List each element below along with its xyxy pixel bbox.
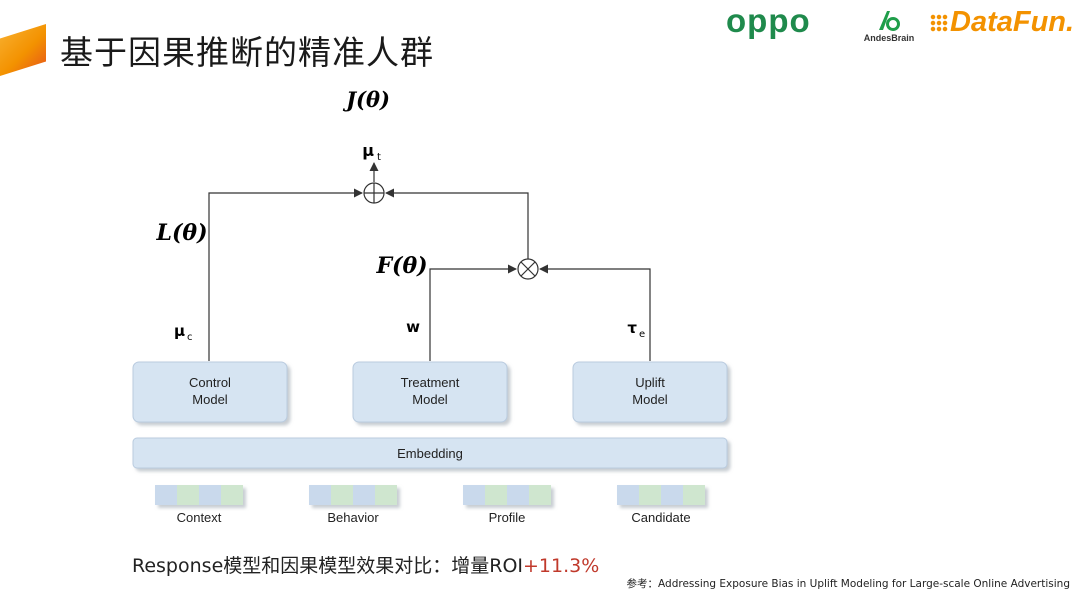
embedding-bar: Embedding [132, 437, 728, 469]
control-to-sum-connector [208, 188, 363, 361]
treatment-model-box: Treatment Model [352, 361, 508, 423]
embedding-label: Embedding [397, 446, 463, 461]
feature-profile-label: Profile [489, 510, 526, 525]
feature-context: Context [155, 485, 243, 525]
feature-candidate-label: Candidate [631, 510, 690, 525]
output-mu-t-label: μ [362, 141, 374, 160]
andesbrain-wordmark: AndesBrain [863, 33, 915, 43]
objective-label: J(θ) [342, 87, 390, 112]
feature-profile: Profile [463, 485, 551, 525]
treatment-to-product-connector [429, 264, 517, 361]
sum-node [363, 182, 385, 204]
control-model-label-line2: Model [192, 392, 228, 407]
left-loss-label: L(θ) [156, 220, 208, 246]
uplift-model-label-line2: Model [632, 392, 668, 407]
paper-reference: 参考：Addressing Exposure Bias in Uplift Mo… [626, 578, 1070, 590]
control-model-box: Control Model [132, 361, 288, 423]
treatment-output-symbol: w [406, 318, 420, 336]
output-mu-symbol: μ [362, 141, 374, 160]
control-output-subscript: c [187, 332, 193, 343]
product-to-sum-connector [385, 188, 529, 259]
roi-gain-value: +11.3% [523, 555, 600, 577]
roi-summary: Response模型和因果模型效果对比：增量ROI+11.3% [132, 551, 599, 578]
oppo-logo: oppo [726, 2, 811, 39]
datafun-logo: DataFun. [930, 6, 1074, 39]
feature-behavior: Behavior [309, 485, 397, 525]
uplift-model-label-line1: Uplift [635, 375, 665, 390]
feature-behavior-label: Behavior [327, 510, 379, 525]
uplift-model-box: Uplift Model [572, 361, 728, 423]
roi-summary-text: Response模型和因果模型效果对比：增量ROI [132, 555, 524, 577]
feature-candidate: Candidate [617, 485, 705, 525]
treatment-model-label-line2: Model [412, 392, 448, 407]
uplift-to-product-connector [539, 264, 651, 361]
treatment-model-label-line1: Treatment [401, 375, 460, 390]
product-node [517, 258, 539, 280]
andesbrain-icon [879, 11, 900, 31]
control-model-label-line1: Control [189, 375, 231, 390]
slide-title: 基于因果推断的精准人群 [60, 33, 434, 72]
datafun-dots-icon [930, 14, 948, 33]
uplift-output-symbol: τ [627, 319, 637, 337]
feature-context-label: Context [177, 510, 222, 525]
output-mu-subscript: t [377, 152, 381, 163]
middle-loss-label: F(θ) [375, 253, 427, 279]
uplift-output-subscript: e [639, 329, 645, 340]
andesbrain-logo: AndesBrain [857, 8, 921, 43]
datafun-wordmark: DataFun. [950, 6, 1075, 38]
control-output-symbol: μ [174, 322, 185, 340]
